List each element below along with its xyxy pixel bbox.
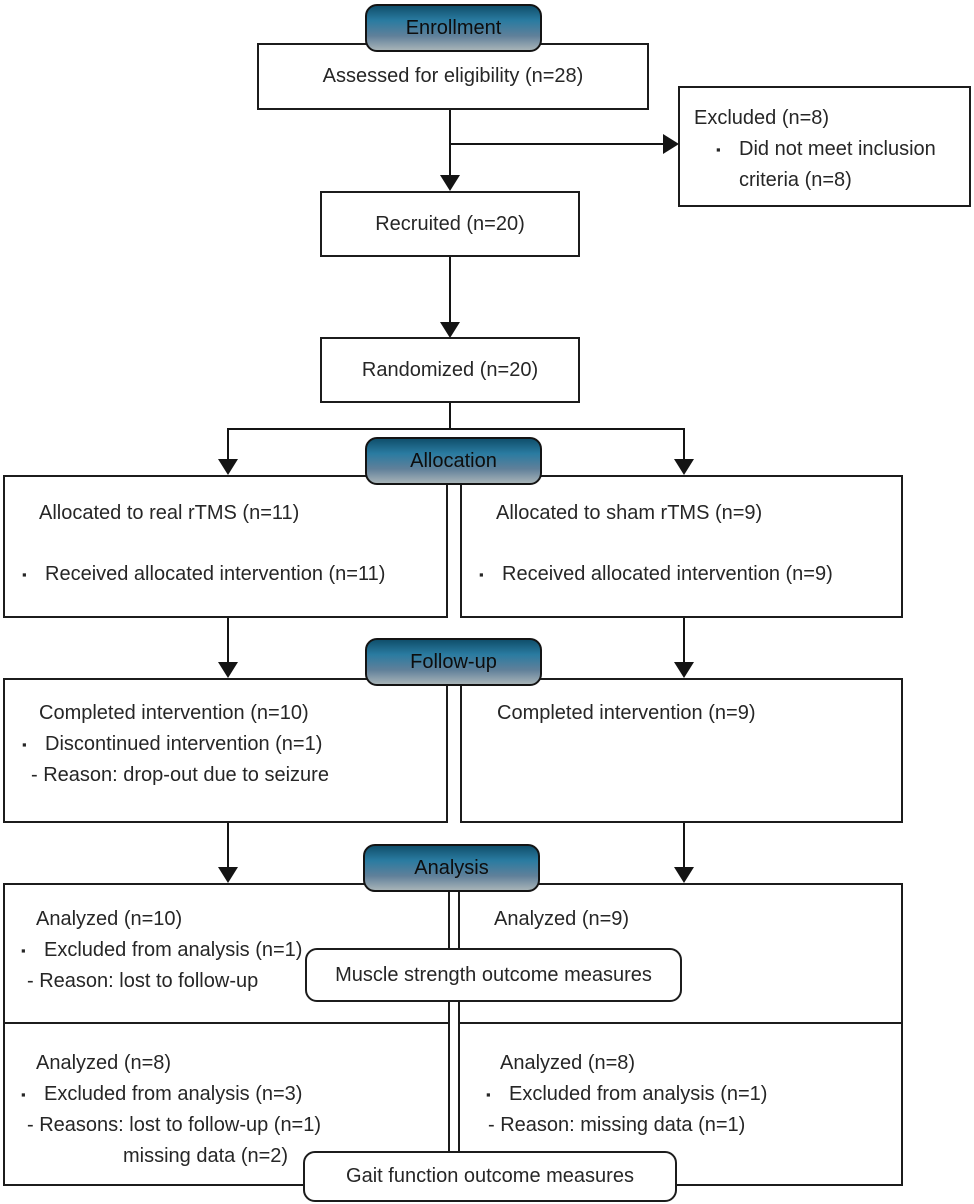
recruited-label: Recruited (n=20) (375, 212, 525, 235)
gait-outcome-box: Gait function outcome measures (303, 1151, 677, 1202)
enrollment-badge: Enrollment (365, 4, 542, 52)
analysis-gait-real-reason-cont: missing data (n=2) (123, 1145, 289, 1167)
allocation-sham-title: Allocated to sham rTMS (n=9) (496, 502, 763, 524)
muscle-outcome-label: Muscle strength outcome measures (335, 963, 652, 986)
arrow-down-icon (440, 175, 460, 191)
allocation-badge: Allocation (365, 437, 542, 485)
followup-real-completed: Completed intervention (n=10) (39, 702, 309, 724)
arrow-down-icon (674, 459, 694, 475)
analysis-muscle-real-analyzed: Analyzed (n=10) (36, 908, 183, 930)
excluded-box: Excluded (n=8) ▪ Did not meet inclusion … (678, 86, 971, 207)
allocation-real-box: Allocated to real rTMS (n=11) ▪ Received… (3, 475, 448, 618)
connector-line (449, 257, 451, 322)
followup-badge: Follow-up (365, 638, 542, 686)
followup-real-discontinued: Discontinued intervention (n=1) (45, 733, 323, 755)
allocation-sham-box: Allocated to sham rTMS (n=9) ▪ Received … (460, 475, 903, 618)
assessed-box: Assessed for eligibility (n=28) (257, 43, 649, 110)
randomized-label: Randomized (n=20) (361, 358, 539, 381)
connector-line (683, 823, 685, 867)
arrow-right-icon (663, 134, 679, 154)
analysis-gait-real-analyzed: Analyzed (n=8) (36, 1052, 172, 1074)
arrow-down-icon (218, 459, 238, 475)
bullet-marker: ▪ (486, 1087, 491, 1102)
muscle-outcome-box: Muscle strength outcome measures (305, 948, 682, 1002)
analysis-badge-label: Analysis (414, 856, 489, 879)
bullet-marker: ▪ (479, 567, 484, 582)
bullet-marker: ▪ (22, 737, 27, 752)
analysis-muscle-real-reason: - Reason: lost to follow-up (27, 970, 259, 992)
analysis-gait-real-excluded: Excluded from analysis (n=3) (44, 1083, 303, 1105)
assessed-label: Assessed for eligibility (n=28) (322, 65, 584, 87)
followup-real-box: Completed intervention (n=10) ▪ Disconti… (3, 678, 448, 823)
excluded-reason: Did not meet inclusion (739, 138, 936, 160)
connector-line (227, 618, 229, 662)
arrow-down-icon (440, 322, 460, 338)
connector-line (683, 428, 685, 459)
randomized-box: Randomized (n=20) (320, 337, 580, 403)
connector-line (683, 618, 685, 662)
bullet-marker: ▪ (22, 567, 27, 582)
connector-line (450, 143, 664, 145)
followup-real-reason: - Reason: drop-out due to seizure (31, 764, 329, 786)
analysis-gait-sham-excluded: Excluded from analysis (n=1) (509, 1083, 768, 1105)
bullet-marker: ▪ (21, 943, 26, 958)
followup-sham-box: Completed intervention (n=9) (460, 678, 903, 823)
gait-outcome-label: Gait function outcome measures (346, 1165, 634, 1187)
analysis-muscle-sham-analyzed: Analyzed (n=9) (494, 908, 630, 930)
bullet-marker: ▪ (21, 1087, 26, 1102)
analysis-gait-sham-reason: - Reason: missing data (n=1) (488, 1114, 746, 1136)
allocation-badge-label: Allocation (410, 449, 497, 472)
followup-sham-completed: Completed intervention (n=9) (497, 702, 756, 724)
analysis-badge: Analysis (363, 844, 540, 892)
connector-line (227, 428, 229, 459)
arrow-down-icon (218, 867, 238, 883)
connector-line (227, 428, 685, 430)
arrow-down-icon (674, 867, 694, 883)
enrollment-badge-label: Enrollment (405, 16, 502, 39)
allocation-real-title: Allocated to real rTMS (n=11) (39, 502, 300, 524)
excluded-title: Excluded (n=8) (694, 107, 830, 129)
allocation-real-received: Received allocated intervention (n=11) (45, 563, 386, 585)
connector-line (227, 823, 229, 867)
recruited-box: Recruited (n=20) (320, 191, 580, 257)
arrow-down-icon (674, 662, 694, 678)
bullet-marker: ▪ (716, 142, 721, 157)
connector-line (449, 403, 451, 430)
analysis-gait-real-reason: - Reasons: lost to follow-up (n=1) (27, 1114, 322, 1136)
arrow-down-icon (218, 662, 238, 678)
analysis-muscle-real-excluded: Excluded from analysis (n=1) (44, 939, 303, 961)
analysis-gait-sham-analyzed: Analyzed (n=8) (500, 1052, 636, 1074)
excluded-reason-wrap: criteria (n=8) (739, 169, 852, 191)
allocation-sham-received: Received allocated intervention (n=9) (502, 563, 833, 585)
followup-badge-label: Follow-up (410, 650, 497, 673)
